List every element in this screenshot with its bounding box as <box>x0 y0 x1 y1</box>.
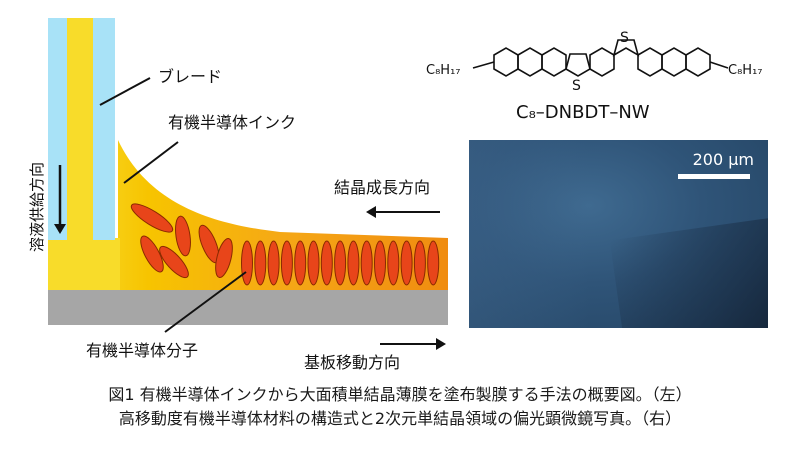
molecule <box>159 245 189 279</box>
sulfur-top: S <box>620 30 629 46</box>
crystal-growth-label: 結晶成長方向 <box>334 178 430 197</box>
substrate-move-label: 基板移動方向 <box>304 353 400 372</box>
ring <box>517 47 543 77</box>
scale-bar-label: 200 μm <box>692 150 754 169</box>
molecule <box>307 240 320 286</box>
molecule <box>387 240 400 286</box>
substrate <box>48 290 448 325</box>
micrograph-edge <box>469 140 589 328</box>
molecule <box>334 240 347 286</box>
molecule <box>374 240 386 286</box>
molecule <box>320 240 333 286</box>
supply-arrowhead <box>54 224 66 234</box>
chemical-structure <box>472 39 729 77</box>
blade-left-wall <box>48 18 67 240</box>
molecule <box>130 203 174 233</box>
blade-pointer <box>99 77 151 106</box>
molecule <box>347 240 360 286</box>
molecule <box>294 240 307 286</box>
ring <box>541 47 567 77</box>
left-chain-label: C₈H₁₇ <box>426 63 461 78</box>
molecule-pointer <box>164 271 247 333</box>
ring <box>589 47 615 77</box>
molecule <box>280 240 293 286</box>
blade-right-wall <box>93 18 115 240</box>
caption-line-2: 高移動度有機半導体材料の構造式と2次元単結晶領域の偏光顕微鏡写真。（右） <box>118 409 682 428</box>
scale-bar <box>678 174 750 179</box>
molecule-label: 有機半導体分子 <box>86 341 198 360</box>
right-bond <box>709 61 729 69</box>
molecule <box>360 240 373 286</box>
disordered-molecules <box>130 203 233 279</box>
blade-ink-channel <box>67 18 93 240</box>
sulfur-bottom: S <box>572 78 581 94</box>
growth-arrowhead <box>366 206 376 218</box>
substrate-arrowhead <box>436 338 446 350</box>
blade-label: ブレード <box>158 67 222 86</box>
ring <box>493 47 519 77</box>
ring <box>637 47 663 77</box>
ink-left-pool <box>48 238 120 290</box>
solution-supply-label: 溶液供給方向 <box>28 162 46 252</box>
molecule <box>140 235 164 273</box>
ink-label: 有機半導体インク <box>168 113 296 132</box>
molecule <box>400 240 413 286</box>
molecule <box>427 240 440 286</box>
caption-line-1: 図1 有機半導体インクから大面積単結晶薄膜を塗布製膜する手法の概要図。（左） <box>108 385 692 404</box>
compound-name: C₈–DNBDT–NW <box>516 102 650 123</box>
ink-pointer <box>123 141 179 184</box>
molecule <box>215 238 233 278</box>
thiophene-ring <box>612 39 640 57</box>
ring <box>685 47 711 77</box>
ring <box>661 47 687 77</box>
molecule <box>267 240 280 286</box>
molecule <box>413 240 426 286</box>
thiophene-ring <box>565 53 591 77</box>
polarized-micrograph: 200 μm <box>469 140 768 328</box>
micrograph-dark-region <box>609 216 768 328</box>
molecule <box>175 215 191 257</box>
figure-caption: 図1 有機半導体インクから大面積単結晶薄膜を塗布製膜する手法の概要図。（左） 高… <box>0 383 800 431</box>
molecule <box>254 240 267 286</box>
molecule <box>241 240 253 286</box>
left-bond <box>472 61 495 69</box>
right-chain-label: C₈H₁₇ <box>728 63 763 78</box>
ordered-molecules <box>241 240 440 286</box>
